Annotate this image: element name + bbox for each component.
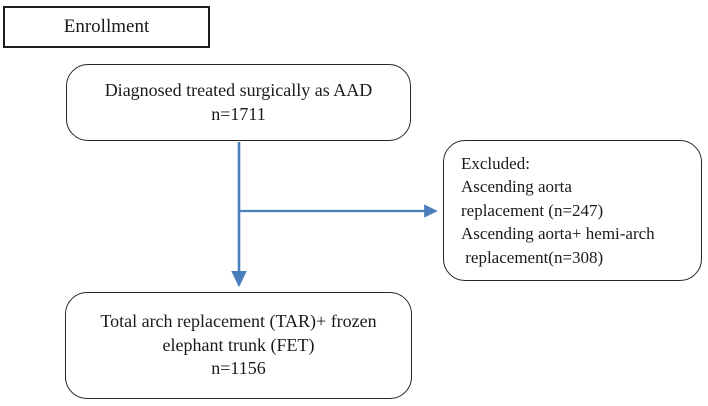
excluded-line-2: Ascending aorta — [461, 177, 572, 197]
diagnosed-node: Diagnosed treated surgically as AAD n=17… — [66, 64, 411, 141]
excluded-line-3: replacement (n=247) — [461, 200, 604, 220]
diagnosed-count: n=1711 — [211, 103, 266, 124]
enrollment-label: Enrollment — [63, 15, 150, 37]
tar-fet-line-1: Total arch replacement (TAR)+ frozen — [100, 311, 377, 332]
excluded-line-5: replacement(n=308) — [461, 247, 604, 267]
excluded-node: Excluded: Ascending aorta replacement (n… — [443, 140, 702, 281]
excluded-line-4: Ascending aorta+ hemi-arch — [461, 224, 655, 244]
tar-fet-count: n=1156 — [211, 358, 266, 379]
tar-fet-node: Total arch replacement (TAR)+ frozen ele… — [65, 292, 412, 399]
tar-fet-line-2: elephant trunk (FET) — [162, 334, 315, 355]
excluded-line-1: Excluded: — [461, 153, 530, 173]
diagnosed-line-1: Diagnosed treated surgically as AAD — [104, 80, 373, 101]
enrollment-header-box: Enrollment — [3, 6, 210, 48]
